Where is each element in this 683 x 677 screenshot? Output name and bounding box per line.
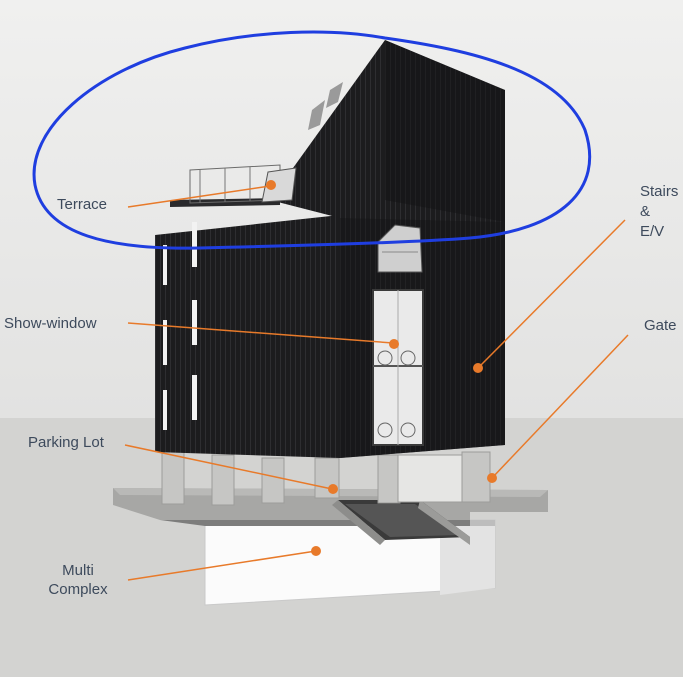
label-parking-lot: Parking Lot [28,434,104,451]
label-show-window: Show-window [4,315,97,332]
label-stairs-line1: Stairs [640,183,679,200]
pilotis-columns [161,451,491,506]
facade-left [155,215,340,458]
callout-dots [266,180,497,556]
top-window [377,224,423,273]
label-stairs-line3: E/V [640,223,665,240]
label-gate: Gate [644,317,677,334]
callout-lines [124,185,629,581]
show-window-glass [372,289,424,446]
label-stairs-line2: & [640,203,651,220]
label-terrace: Terrace [57,196,108,213]
slit-windows [163,222,197,430]
highlight-outline [32,30,592,250]
label-multi-line1: Multi [62,562,94,579]
terrace-parapet [170,164,297,207]
label-multi-line2: Complex [48,581,108,598]
